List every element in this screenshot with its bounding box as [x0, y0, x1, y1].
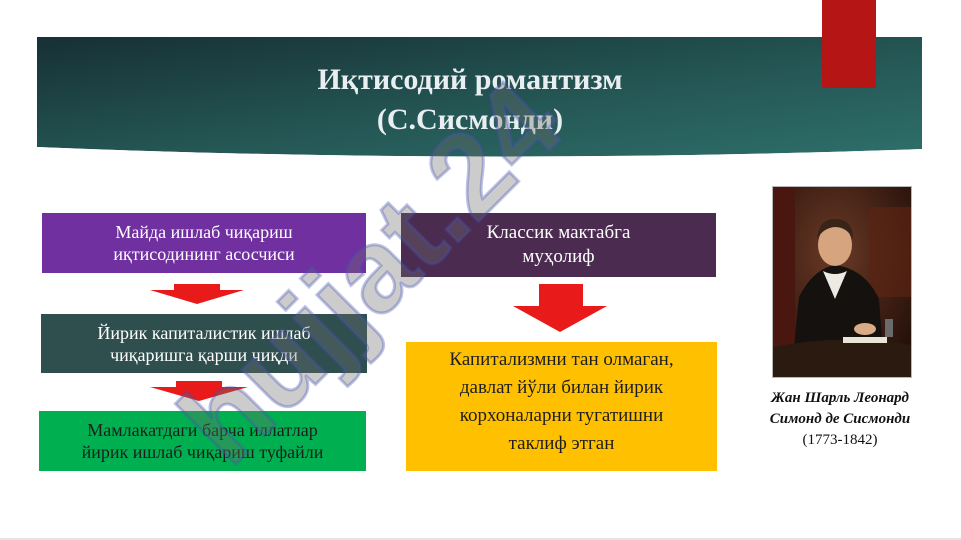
box-opponent-classical-school: Классик мактабга муҳолиф	[401, 213, 716, 277]
box-line: Капитализмни тан олмаган,	[449, 349, 674, 370]
box-against-capitalist-production: Йирик капиталистик ишлаб чиқаришга қарши…	[41, 314, 367, 373]
slide-title: Иқтисодий романтизм (С.Сисмонди)	[190, 60, 750, 140]
box-line: Мамлакатдаги барча иллатлар	[87, 420, 318, 440]
box-small-production-founder: Майда ишлаб чиқариш иқтисодининг асосчис…	[42, 213, 366, 273]
down-arrow-icon	[513, 284, 607, 332]
sismondi-portrait-image	[772, 186, 912, 378]
box-all-problems: Мамлакатдаги барча иллатлар йирик ишлаб …	[39, 411, 366, 471]
title-line-1: Иқтисодий романтизм	[317, 63, 623, 96]
box-line: корхоналарни тугатишни	[459, 405, 664, 426]
bottom-divider	[0, 538, 961, 540]
box-line: давлат йўли билан йирик	[459, 377, 664, 398]
caption-name-line-1: Жан Шарль Леонард	[771, 390, 909, 406]
title-banner	[37, 37, 922, 177]
red-accent-tab	[822, 0, 876, 88]
box-line: иқтисодининг асосчиси	[113, 244, 295, 264]
caption-years: (1773-1842)	[802, 432, 878, 448]
box-line: Классик мактабга	[486, 222, 631, 243]
box-line: таклиф этган	[508, 433, 615, 454]
box-line: чиқаришга қарши чиқди	[110, 345, 298, 365]
box-line: йирик ишлаб чиқариш туфайли	[81, 442, 324, 462]
caption-name-line-2: Симонд де Сисмонди	[769, 411, 911, 427]
box-line: Йирик капиталистик ишлаб	[97, 323, 311, 343]
box-line: муҳолиф	[522, 246, 595, 267]
portrait-caption: Жан Шарль Леонард Симонд де Сисмонди (17…	[745, 388, 935, 451]
box-rejected-capitalism: Капитализмни тан олмаган, давлат йўли би…	[406, 342, 717, 471]
down-arrow-icon	[150, 284, 244, 304]
down-arrow-icon	[150, 381, 248, 401]
title-line-2: (С.Сисмонди)	[376, 103, 564, 136]
banner-shape	[37, 37, 922, 177]
box-line: Майда ишлаб чиқариш	[115, 222, 293, 242]
